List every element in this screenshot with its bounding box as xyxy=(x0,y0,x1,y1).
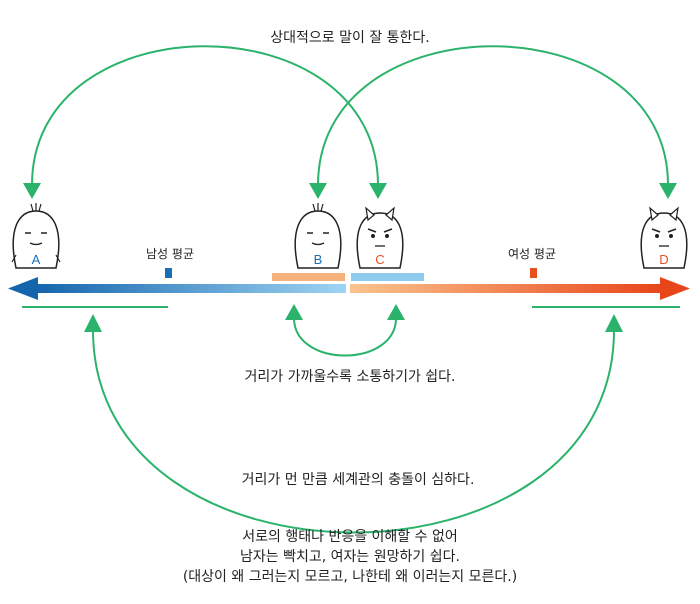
middle-caption: 거리가 가까울수록 소통하기가 쉽다. xyxy=(244,369,456,385)
b-position-bar xyxy=(272,273,345,281)
person-a-figure xyxy=(11,203,61,269)
female-average-label: 여성 평균 xyxy=(508,247,556,261)
male-axis-arrowhead xyxy=(8,277,38,300)
bottom-note-line-2: 남자는 빡치고, 여자는 원망하기 쉽다. xyxy=(240,549,460,565)
person-c-letter: C xyxy=(375,252,384,267)
top-caption: 상대적으로 말이 잘 통한다. xyxy=(270,30,430,46)
arrowhead-a xyxy=(23,183,41,199)
male-average-marker xyxy=(165,268,172,278)
bottom-note-line-1: 서로의 행태나 반응을 이해할 수 없어 xyxy=(242,529,458,545)
arrowhead-c-bottom xyxy=(387,304,405,320)
female-axis-bar xyxy=(350,284,662,293)
male-average-label: 남성 평균 xyxy=(146,247,194,261)
arc-b-to-d xyxy=(317,45,669,186)
person-d-figure xyxy=(640,206,688,269)
bottom-note: 서로의 행태나 반응을 이해할 수 없어 남자는 빡치고, 여자는 원망하기 쉽… xyxy=(183,527,517,587)
bottom-note-line-3: (대상이 왜 그러는지 모르고, 나한테 왜 이러는지 모른다.) xyxy=(182,569,518,585)
arrowhead-d-bottom xyxy=(605,314,623,332)
c-position-bar xyxy=(351,273,424,281)
person-c-figure xyxy=(356,206,404,269)
lower-caption: 거리가 먼 만큼 세계관의 충돌이 심하다. xyxy=(241,472,475,488)
arc-a-to-c xyxy=(31,45,379,186)
male-axis-bar xyxy=(36,284,346,293)
person-a-letter: A xyxy=(32,252,41,267)
arc-b-c-near xyxy=(293,317,397,357)
person-b-figure xyxy=(294,203,342,269)
female-axis-arrowhead xyxy=(660,277,690,300)
arrowhead-b-top xyxy=(309,183,327,199)
arrowhead-b-bottom xyxy=(285,304,303,320)
person-d-letter: D xyxy=(659,252,668,267)
person-b-letter: B xyxy=(314,252,323,267)
arc-a-d-far xyxy=(92,329,615,534)
arrowhead-d xyxy=(659,183,677,199)
arrowhead-a-bottom xyxy=(84,314,102,332)
female-average-marker xyxy=(530,268,537,278)
arrowhead-c-top xyxy=(369,183,387,199)
